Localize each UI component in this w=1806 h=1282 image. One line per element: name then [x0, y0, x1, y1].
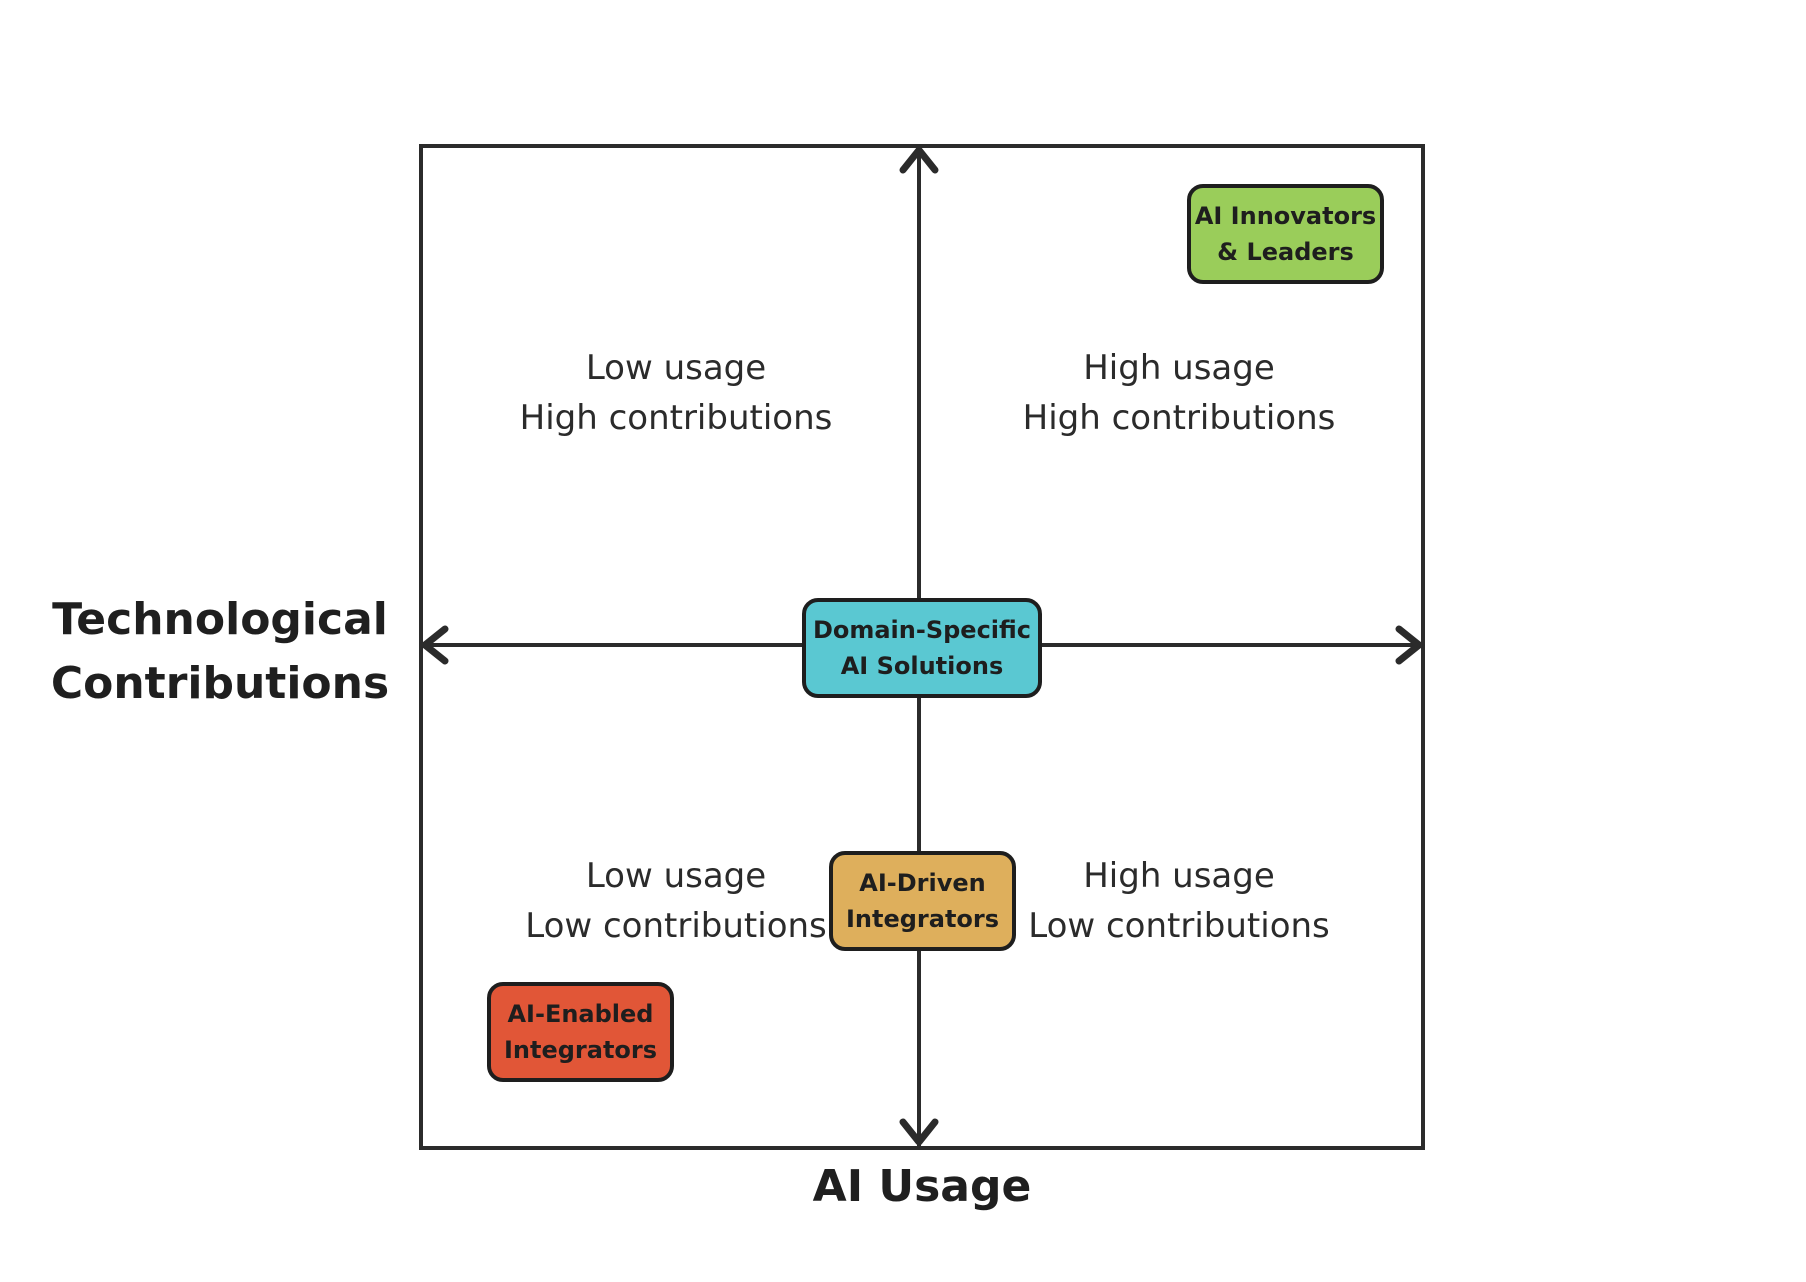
quadrant-contributions: Low contributions [525, 906, 827, 946]
category-label-line: Domain-Specific [812, 616, 1032, 644]
category-label-line: Integrators [845, 905, 1000, 933]
quadrant-contributions: Low contributions [1028, 906, 1330, 946]
category-box-ai-enabled: AI-Enabled Integrators [487, 982, 674, 1082]
category-box-ai-driven: AI-Driven Integrators [829, 851, 1016, 951]
quadrant-label-top-right: High usage High contributions [979, 343, 1379, 443]
category-label-line: AI-Enabled [507, 1000, 654, 1028]
arrow-right-icon [1395, 625, 1423, 665]
quadrant-usage: High usage [1083, 348, 1275, 388]
quadrant-usage: Low usage [585, 348, 767, 388]
category-box-ai-innovators: AI Innovators & Leaders [1187, 184, 1384, 284]
category-label-line: AI Solutions [840, 652, 1004, 680]
y-axis-title: Technological Contributions [40, 588, 400, 716]
y-axis-title-line-2: Contributions [50, 658, 390, 709]
y-axis-title-line-1: Technological [52, 594, 388, 645]
quadrant-label-bottom-right: High usage Low contributions [979, 851, 1379, 951]
arrow-down-icon [899, 1118, 939, 1146]
quadrant-label-top-left: Low usage High contributions [476, 343, 876, 443]
quadrant-contributions: High contributions [519, 398, 833, 438]
arrow-left-icon [421, 625, 449, 665]
category-label-line: & Leaders [1217, 238, 1354, 266]
quadrant-contributions: High contributions [1022, 398, 1336, 438]
quadrant-label-bottom-left: Low usage Low contributions [476, 851, 876, 951]
quadrant-frame [419, 144, 1425, 1150]
category-box-domain-specific: Domain-Specific AI Solutions [802, 598, 1042, 698]
category-label-line: AI-Driven [859, 869, 986, 897]
category-label-line: Integrators [503, 1036, 658, 1064]
arrow-up-icon [899, 146, 939, 174]
x-axis-title: AI Usage [812, 1161, 1032, 1212]
quadrant-usage: High usage [1083, 856, 1275, 896]
quadrant-usage: Low usage [585, 856, 767, 896]
category-label-line: AI Innovators [1194, 202, 1377, 230]
